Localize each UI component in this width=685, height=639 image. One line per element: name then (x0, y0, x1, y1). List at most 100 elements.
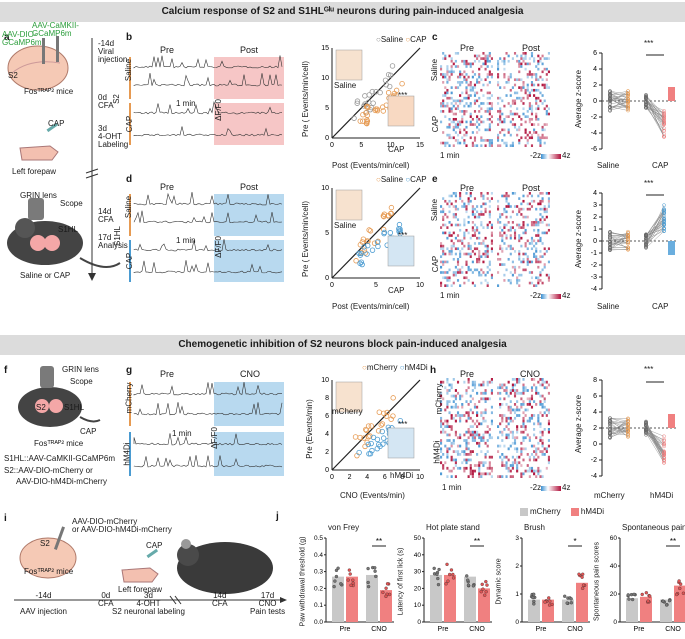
heatmap-cell (516, 107, 519, 111)
heatmap-cell (478, 213, 481, 216)
heatmap-cell (545, 210, 548, 214)
scatter-point (380, 435, 387, 441)
pair-line (609, 420, 629, 425)
panel-e-scale-time: 1 min (440, 291, 460, 300)
heatmap-cell (522, 221, 525, 224)
bar-point (565, 601, 569, 605)
heatmap-cell (456, 139, 460, 142)
heatmap-cell (530, 104, 534, 108)
heatmap-cell (541, 394, 544, 398)
heatmap-cell (528, 260, 531, 264)
heatmap-cell (509, 271, 512, 274)
bar-point (480, 582, 484, 586)
heatmap-cell (456, 207, 460, 211)
heatmap-cell (530, 54, 534, 58)
heatmap-cell (530, 199, 534, 203)
heatmap-cell (442, 453, 445, 456)
bar-mcherry (464, 576, 476, 622)
heatmap-cell (541, 215, 544, 219)
heatmap-cell (473, 139, 477, 142)
mean-bar (668, 414, 675, 428)
heatmap-cell (518, 239, 521, 243)
heatmap-cell (446, 419, 449, 423)
scatter-point (360, 111, 366, 118)
heatmap-cell (486, 255, 489, 258)
heatmap-cell (442, 99, 445, 103)
heatmap-cell (505, 236, 508, 240)
heatmap-cell (520, 62, 523, 66)
heatmap-cell (533, 73, 536, 76)
panel-c-row-saline: Saline (430, 58, 440, 82)
heatmap-cell (480, 65, 483, 68)
scatter-point (370, 434, 377, 441)
heatmap-cell (473, 386, 477, 390)
heatmap-cell (543, 83, 546, 87)
heatmap-cell (518, 62, 521, 66)
heatmap-cell (522, 436, 525, 440)
heatmap-cell (499, 215, 502, 219)
heatmap-cell (528, 120, 531, 124)
heatmap-cell (539, 403, 542, 406)
heatmap-cell (501, 383, 504, 387)
heatmap-cell (505, 199, 508, 203)
heatmap-cell (440, 447, 443, 451)
heatmap-cell (440, 65, 443, 68)
heatmap-cell (522, 231, 525, 235)
heatmap-cell (490, 247, 493, 251)
heatmap-cell (448, 136, 451, 140)
heatmap-cell (461, 117, 464, 121)
heatmap-cell (465, 458, 468, 462)
heatmap-cell (522, 430, 525, 434)
bar-point (479, 590, 483, 594)
heatmap-cell (446, 236, 449, 240)
heatmap-cell (440, 242, 443, 245)
panel-c-cbar-max: 4z (562, 151, 571, 160)
y-tick-label: 8 (593, 377, 597, 384)
heatmap-cell (511, 265, 514, 269)
heatmap-cell (537, 281, 540, 285)
heatmap-cell (452, 99, 455, 103)
scatter-point (399, 81, 405, 87)
pair-point (662, 110, 666, 115)
heatmap-cell (528, 70, 531, 74)
heatmap-cell (444, 73, 447, 76)
heatmap-cell (446, 284, 449, 287)
heatmap-cell (505, 215, 508, 219)
heatmap-cell (497, 199, 500, 203)
panel-c-ylabel: Average z-score (574, 69, 584, 129)
pair-point (662, 227, 666, 231)
heatmap-cell (505, 425, 508, 428)
x-category-label: CNO (665, 626, 681, 633)
heatmap-cell (463, 234, 466, 237)
heatmap-cell (467, 279, 470, 282)
heatmap-cell (473, 469, 477, 473)
panel-d-letter: d (126, 174, 133, 185)
panel-d-scale-amp: ΔF/F0 (213, 236, 223, 258)
heatmap-cell (440, 425, 443, 428)
heatmap-cell (467, 411, 470, 415)
heatmap-cell (535, 207, 538, 211)
heatmap-cell (541, 378, 544, 381)
heatmap-cell (530, 81, 534, 84)
pair-line (645, 105, 665, 134)
heatmap-cell (511, 466, 514, 470)
heatmap-cell (503, 226, 506, 229)
heatmap-cell (509, 400, 512, 403)
heatmap-cell (524, 62, 527, 66)
pair-line (609, 418, 629, 422)
heatmap-cell (503, 389, 506, 392)
heatmap-cell (454, 464, 457, 467)
heatmap-cell (524, 425, 527, 428)
y-tick-label: -4 (591, 286, 597, 293)
pair-point (662, 222, 666, 227)
heatmap-cell (520, 213, 523, 216)
heatmap-cell (539, 239, 542, 243)
heatmap-cell (524, 88, 527, 92)
heatmap-cell (469, 104, 472, 108)
heatmap-cell (541, 62, 544, 66)
heatmap-cell (490, 422, 493, 426)
panel-j-ylabel: Latency of first lick (s) (397, 547, 405, 616)
panel-a-scope: Scope (60, 199, 83, 208)
pair-point (662, 126, 666, 131)
heatmap-cell (486, 226, 489, 229)
